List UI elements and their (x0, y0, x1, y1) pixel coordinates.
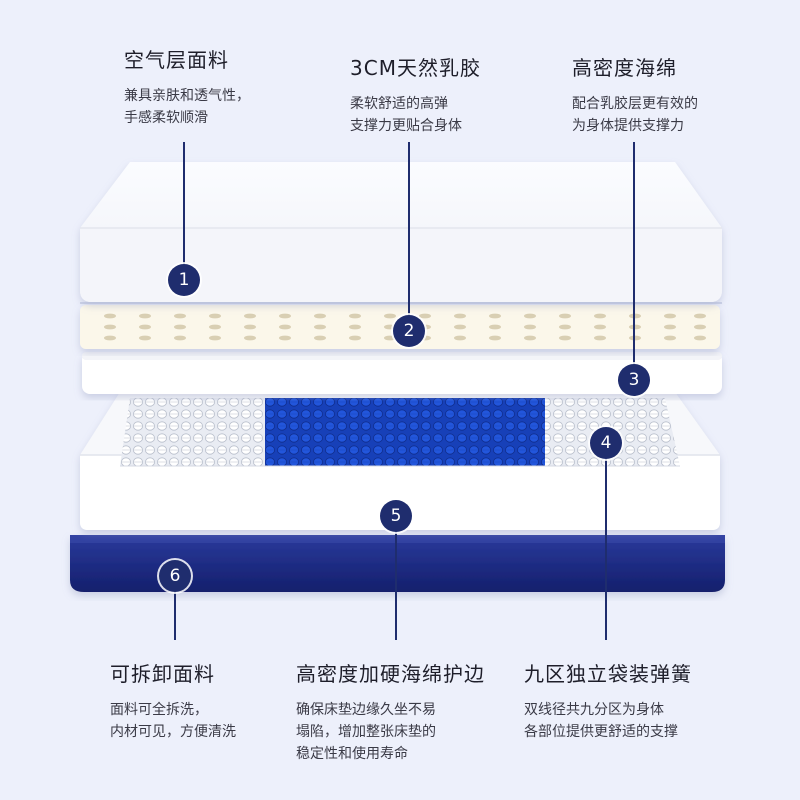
caption-removable-fabric: 可拆卸面料 面料可全拆洗， 内材可见，方便清洗 (110, 658, 236, 743)
caption-desc-line: 为身体提供支撑力 (572, 118, 684, 134)
caption-desc-line: 兼具亲肤和透气性， (124, 88, 250, 104)
caption-desc: 兼具亲肤和透气性， 手感柔软顺滑 (124, 85, 250, 129)
caption-desc-line: 内材可见，方便清洗 (110, 724, 236, 740)
caption-desc-line: 手感柔软顺滑 (124, 110, 208, 126)
caption-desc-line: 双线径共九分区为身体 (524, 702, 664, 718)
marker-3: 3 (618, 364, 650, 396)
leader-lines (174, 142, 635, 640)
caption-desc-line: 稳定性和使用寿命 (296, 746, 408, 762)
caption-title: 高密度加硬海绵护边 (296, 662, 485, 686)
caption-desc: 配合乳胶层更有效的 为身体提供支撑力 (572, 93, 698, 137)
caption-title: 九区独立袋装弹簧 (524, 662, 692, 686)
caption-title: 3CM天然乳胶 (350, 56, 481, 80)
caption-desc-line: 各部位提供更舒适的支撑 (524, 724, 678, 740)
marker-6: 6 (159, 560, 191, 592)
caption-pocket-springs: 九区独立袋装弹簧 双线径共九分区为身体 各部位提供更舒适的支撑 (524, 658, 692, 743)
caption-desc: 确保床垫边缘久坐不易 塌陷，增加整张床垫的 稳定性和使用寿命 (296, 699, 485, 765)
caption-desc-line: 确保床垫边缘久坐不易 (296, 702, 436, 718)
marker-4: 4 (590, 427, 622, 459)
caption-title: 空气层面料 (124, 48, 229, 72)
sponge-layer (82, 352, 722, 394)
caption-desc-line: 塌陷，增加整张床垫的 (296, 724, 436, 740)
caption-latex: 3CM天然乳胶 柔软舒适的高弹 支撑力更贴合身体 (350, 52, 481, 137)
caption-foam-edge: 高密度加硬海绵护边 确保床垫边缘久坐不易 塌陷，增加整张床垫的 稳定性和使用寿命 (296, 658, 485, 765)
caption-sponge: 高密度海绵 配合乳胶层更有效的 为身体提供支撑力 (572, 52, 698, 137)
caption-desc-line: 面料可全拆洗， (110, 702, 208, 718)
caption-desc-line: 柔软舒适的高弹 (350, 96, 448, 112)
caption-title: 高密度海绵 (572, 56, 677, 80)
caption-desc-line: 配合乳胶层更有效的 (572, 96, 698, 112)
marker-5: 5 (380, 500, 412, 532)
caption-desc: 面料可全拆洗， 内材可见，方便清洗 (110, 699, 236, 743)
caption-desc: 柔软舒适的高弹 支撑力更贴合身体 (350, 93, 481, 137)
caption-desc: 双线径共九分区为身体 各部位提供更舒适的支撑 (524, 699, 692, 743)
air-fabric-top-layer (80, 162, 722, 304)
caption-title: 可拆卸面料 (110, 662, 215, 686)
marker-1: 1 (168, 264, 200, 296)
marker-2: 2 (393, 315, 425, 347)
removable-fabric-layer (70, 535, 725, 592)
caption-air-fabric: 空气层面料 兼具亲肤和透气性， 手感柔软顺滑 (124, 44, 250, 129)
caption-desc-line: 支撑力更贴合身体 (350, 118, 462, 134)
